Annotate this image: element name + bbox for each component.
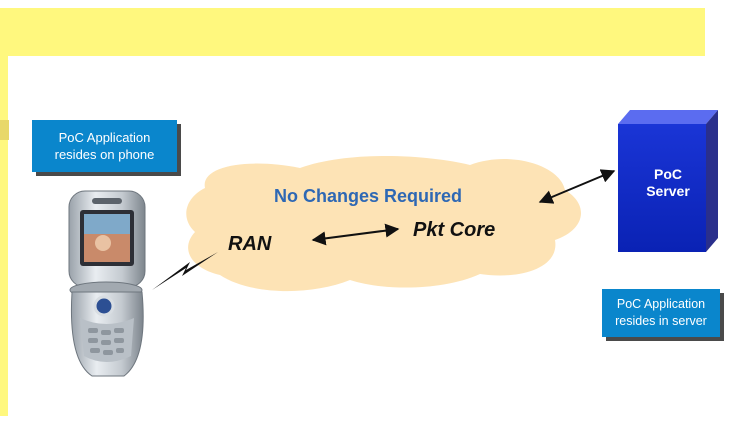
server-label: PoC Server [638, 166, 698, 200]
server-callout-line2: resides in server [615, 314, 707, 328]
phone-callout-line2: resides on phone [54, 147, 155, 162]
ran-label: RAN [228, 233, 272, 255]
server-callout-line1: PoC Application [616, 297, 706, 311]
phone-app-callout: PoC Application resides on phone [32, 120, 177, 172]
left-accent-bar [0, 56, 8, 416]
network-cloud [186, 155, 582, 292]
server-label-line1: PoC [654, 166, 682, 182]
phone-icon [68, 190, 146, 377]
cloud-server-arrow [538, 169, 616, 204]
server-label-line2: Server [646, 183, 690, 199]
server-icon [618, 110, 718, 252]
wireless-link-icon [152, 252, 218, 290]
server-app-callout: PoC Application resides in server [602, 289, 720, 337]
title-band [0, 8, 705, 56]
left-accent-tick [0, 120, 9, 140]
ran-core-arrow [311, 223, 400, 246]
phone-callout-line1: PoC Application [58, 130, 151, 145]
packet-core-label: Pkt Core [413, 219, 496, 241]
cloud-title: No Changes Required [273, 186, 463, 206]
